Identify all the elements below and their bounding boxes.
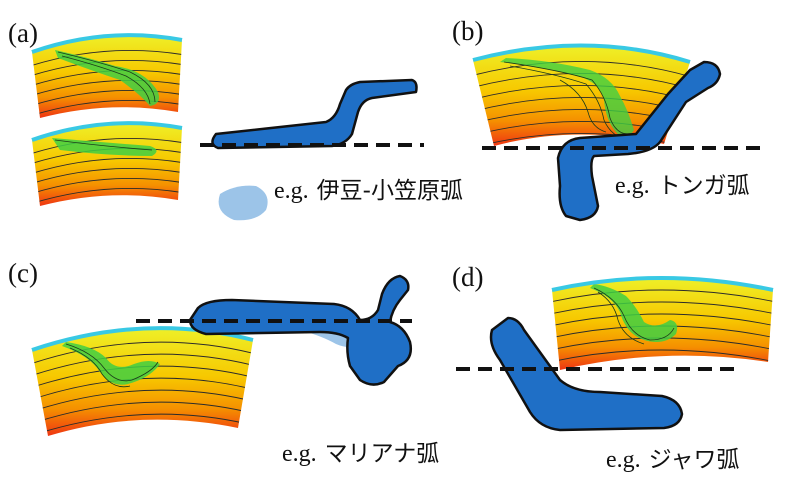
panel-c-label: (c) <box>8 258 38 288</box>
panel-a-detached-blob <box>218 185 268 221</box>
panel-a-model-bottom <box>31 121 183 206</box>
panel-a-model-top <box>31 33 183 118</box>
panel-d-label: (d) <box>452 262 483 292</box>
panel-b-label: (b) <box>452 16 483 46</box>
panel-d-example: e.g.ジャワ弧 <box>606 447 740 473</box>
panel-c-model <box>31 326 254 436</box>
panel-c-example: e.g.マリアナ弧 <box>282 441 439 467</box>
panel-a-example: e.g.伊豆-小笠原弧 <box>274 178 463 204</box>
panel-a-label: (a) <box>8 18 38 48</box>
panel-d-slab <box>489 316 684 432</box>
panel-d: (d) e.g.ジャワ弧 <box>452 262 774 473</box>
panel-c: (c) e.g.マリアナ弧 <box>8 258 439 467</box>
panel-a-slab <box>211 78 418 150</box>
panel-d-model <box>551 276 774 370</box>
panel-a: (a) <box>8 18 463 221</box>
panel-b-example: e.g.トンガ弧 <box>615 173 750 199</box>
panel-b: (b) e.g.トンガ弧 <box>452 16 762 222</box>
panel-b-slab <box>556 60 722 222</box>
